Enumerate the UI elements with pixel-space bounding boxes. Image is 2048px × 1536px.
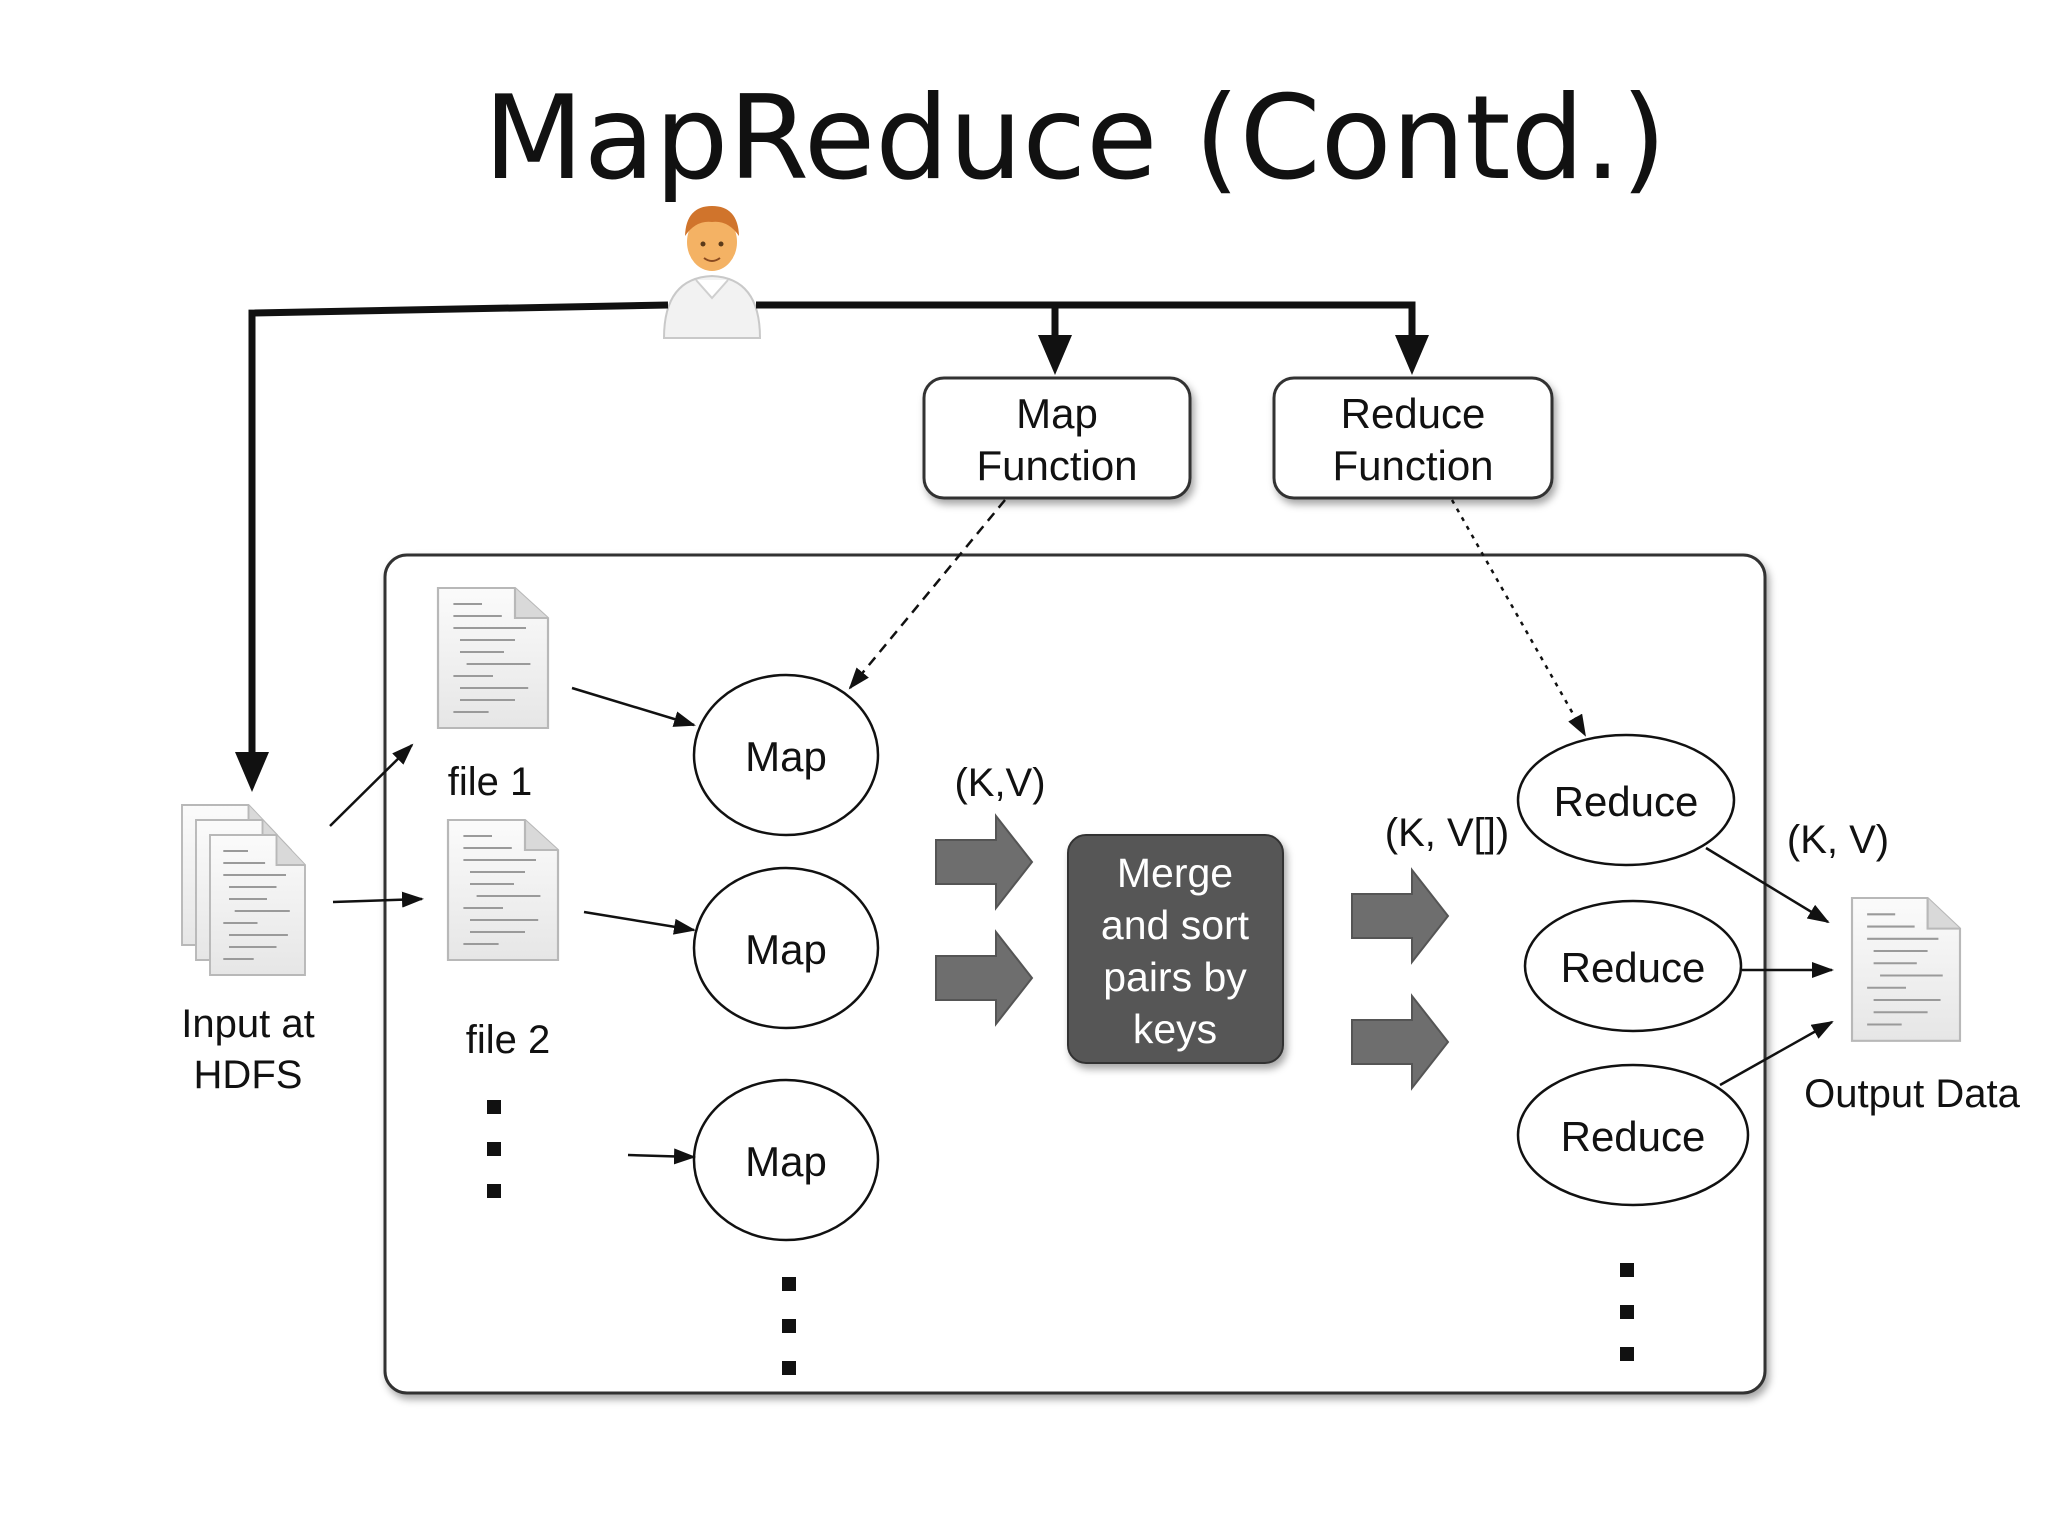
file-2-document-icon [446,818,560,962]
merge-sort-box: Merge and sort pairs by keys [1067,834,1284,1064]
merge-label-3: pairs by [1103,954,1247,1000]
map-function-label-1: Map [1016,390,1098,437]
map-node-2: Map [692,866,880,1030]
output-data-document-icon [1850,896,1962,1042]
input-hdfs-document-icon [181,804,306,976]
merge-label-4: keys [1133,1006,1217,1052]
input-to-file-arrows [329,743,424,908]
map-node-1-label: Map [745,733,827,780]
user-person-icon [662,206,762,339]
reduce-function-label-1: Reduce [1341,390,1486,437]
reduce-to-output-arrows [1705,846,1834,1087]
reduce-output-kv-label: (K, V) [1787,818,1889,862]
map-function-link [848,499,1006,690]
file-ellipsis [487,1100,501,1198]
reduce-function-label-2: Function [1332,442,1493,489]
map-node-3: Map [692,1078,880,1242]
connector-arrowheads [235,335,1429,792]
merge-label-1: Merge [1117,850,1233,896]
reduce-node-2: Reduce [1523,899,1743,1033]
merge-label-2: and sort [1101,902,1250,948]
file-1-label: file 1 [448,760,533,804]
reduce-node-1: Reduce [1516,733,1736,867]
map-node-3-label: Map [745,1138,827,1185]
reduce-node-1-label: Reduce [1554,778,1699,825]
reduce-node-3: Reduce [1516,1063,1750,1207]
slide-title: MapReduce (Contd.) [484,71,1667,206]
map-ellipsis [782,1277,796,1375]
map-function-label-2: Function [976,442,1137,489]
reduce-node-2-label: Reduce [1561,944,1706,991]
reduce-ellipsis [1620,1263,1634,1361]
file-1-document-icon [436,586,550,730]
file-to-map-arrows [571,686,696,1165]
map-function-box: Map Function [922,376,1192,500]
map-output-kv-label: (K,V) [954,761,1045,805]
map-node-2-label: Map [745,926,827,973]
reduce-function-box: Reduce Function [1272,376,1554,500]
map-node-1: Map [692,673,880,837]
input-label-2: HDFS [194,1053,303,1097]
input-label-1: Input at [181,1002,314,1046]
reduce-node-3-label: Reduce [1561,1113,1706,1160]
file-2-label: file 2 [466,1018,551,1062]
output-data-label: Output Data [1804,1072,2020,1116]
merge-output-kv-label: (K, V[]) [1385,811,1509,855]
